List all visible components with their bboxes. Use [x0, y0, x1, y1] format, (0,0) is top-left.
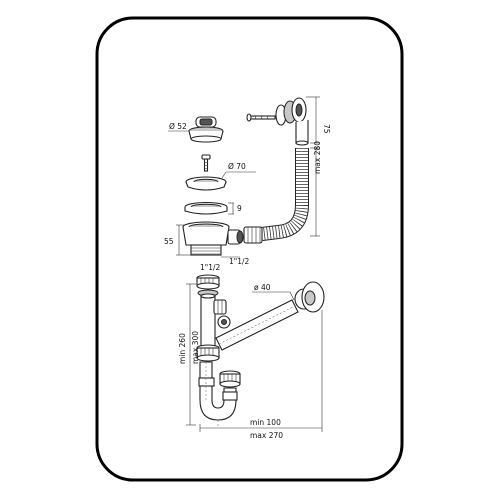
overflow-cap — [275, 97, 309, 146]
dim-thread-top: 1"1/2 — [200, 263, 221, 272]
dim-d40: ø 40 — [254, 283, 271, 292]
flange-gasket — [184, 201, 228, 215]
siphon-outlet-pipe — [215, 299, 299, 351]
diagram-frame — [95, 16, 404, 482]
dim-min100: min 100 — [250, 418, 281, 427]
dim-min260: min 260 — [178, 333, 187, 364]
dim-max300: max 300 — [191, 331, 200, 364]
siphon-mid-nut — [196, 344, 220, 362]
strainer-flange — [185, 176, 227, 191]
dim-max270: max 270 — [250, 431, 283, 440]
dim-d70: Ø 70 — [228, 162, 246, 171]
siphon-side-inlet — [213, 299, 231, 329]
wall-rosette — [294, 281, 325, 313]
siphon-dip-tube — [200, 293, 216, 347]
overflow-hose — [261, 148, 309, 241]
strainer-plug — [188, 116, 224, 143]
dim-max280: max 280 — [313, 141, 322, 174]
drain-body — [182, 221, 244, 256]
dim-d52: Ø 52 — [169, 122, 187, 131]
dim-thread-side: 1"1/2 — [229, 257, 250, 266]
siphon-right-nut — [219, 370, 241, 388]
dim-h9: 9 — [237, 204, 242, 213]
center-screw — [201, 154, 211, 172]
hose-connector — [243, 226, 263, 244]
dim-h55: 55 — [164, 237, 174, 246]
overflow-screw — [246, 113, 276, 122]
siphon-top-nut — [196, 274, 220, 297]
siphon-u-bend — [198, 361, 238, 421]
dim-h75: 75 — [322, 124, 331, 134]
